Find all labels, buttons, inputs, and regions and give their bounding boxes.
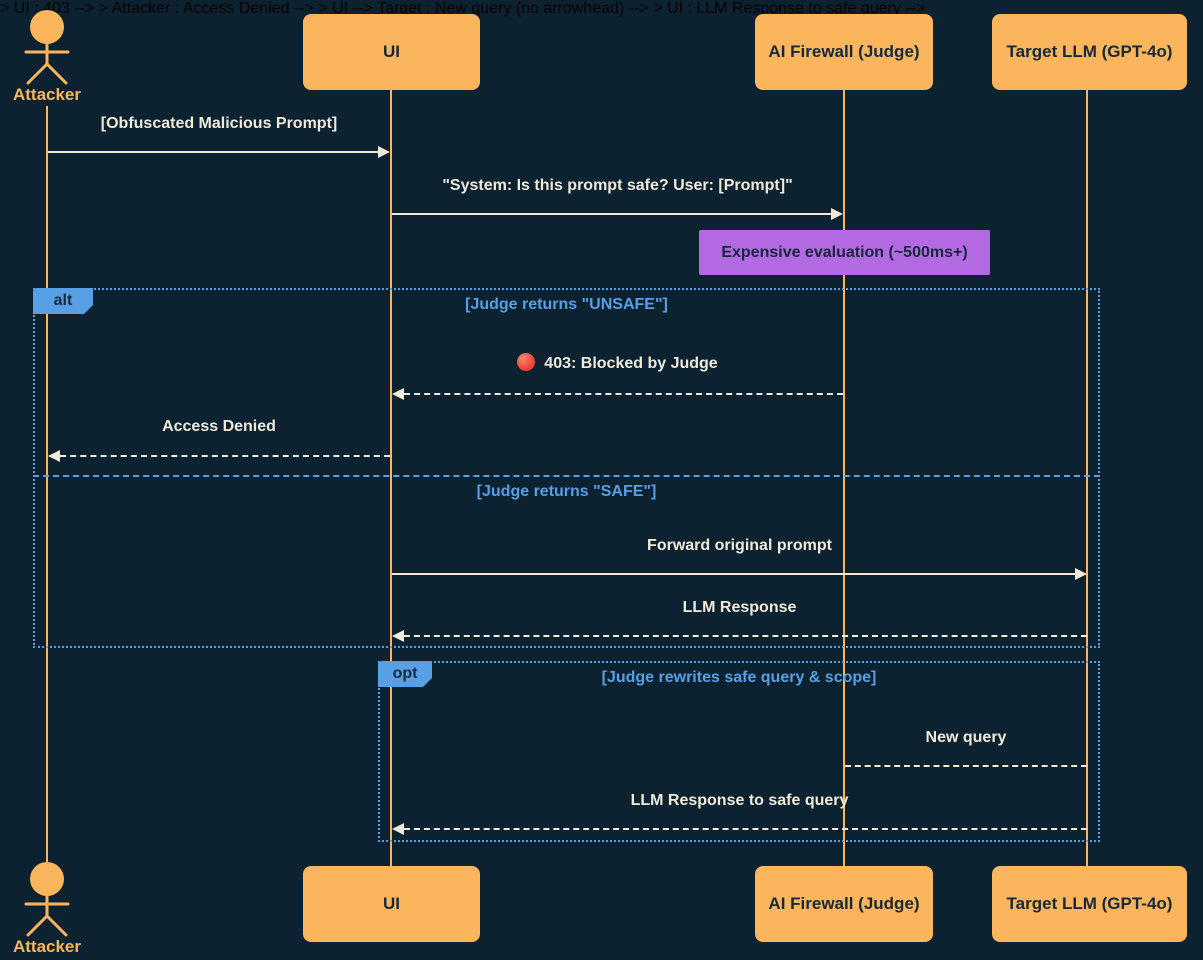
participant-ui-top: UI	[303, 14, 480, 90]
participant-ui-label: UI	[383, 42, 400, 61]
arrowhead-left-icon	[392, 630, 404, 642]
attacker-stick-figure-icon	[24, 10, 70, 85]
message-arrow-line	[404, 828, 1087, 830]
message-arrow-line	[404, 393, 843, 395]
arrowhead-right-icon	[378, 146, 390, 158]
alt-fragment-frame	[33, 288, 1100, 648]
alt-condition-unsafe: [Judge returns "UNSAFE"]	[465, 296, 668, 313]
arrowhead-left-icon	[48, 450, 60, 462]
note-expensive-evaluation: Expensive evaluation (~500ms+)	[699, 230, 990, 275]
message-label: "System: Is this prompt safe? User: [Pro…	[442, 177, 793, 194]
message-label: Forward original prompt	[647, 537, 832, 554]
attacker-stick-figure-icon	[24, 862, 70, 937]
participant-firewall-top: AI Firewall (Judge)	[755, 14, 933, 90]
participant-firewall-label: AI Firewall (Judge)	[768, 42, 920, 61]
alt-else-divider	[33, 475, 1100, 477]
lifeline-target	[1086, 90, 1088, 866]
participant-firewall-label: AI Firewall (Judge)	[768, 894, 920, 913]
message-label: LLM Response	[682, 599, 797, 616]
lifeline-firewall	[843, 90, 845, 866]
participant-ui-bottom: UI	[303, 866, 480, 942]
message-label: Access Denied	[162, 418, 276, 435]
message-arrow-line	[392, 213, 831, 215]
arrowhead-right-icon	[831, 208, 843, 220]
message-label-403: 403: Blocked by Judge	[391, 352, 844, 376]
participant-firewall-bottom: AI Firewall (Judge)	[755, 866, 933, 942]
participant-target-label: Target LLM (GPT-4o)	[1006, 894, 1173, 913]
arrowhead-left-icon	[392, 823, 404, 835]
red-circle-icon	[517, 353, 536, 371]
message-label: 403: Blocked by Judge	[544, 355, 718, 372]
arrowhead-right-icon	[1075, 568, 1087, 580]
participant-ui-label: UI	[383, 894, 400, 913]
message-arrow-line	[48, 151, 379, 153]
message-arrow-line	[392, 573, 1075, 575]
lifeline-attacker	[46, 106, 48, 862]
opt-fragment-frame	[378, 661, 1100, 842]
note-label: Expensive evaluation (~500ms+)	[721, 243, 968, 261]
participant-target-bottom: Target LLM (GPT-4o)	[992, 866, 1187, 942]
actor-attacker-bottom: Attacker	[12, 937, 82, 956]
message-arrow-line	[60, 455, 390, 457]
alt-condition-safe: [Judge returns "SAFE"]	[476, 483, 657, 500]
opt-condition: [Judge rewrites safe query & scope]	[601, 669, 877, 686]
participant-target-label: Target LLM (GPT-4o)	[1006, 42, 1173, 61]
alt-fragment-label: alt	[33, 288, 93, 314]
message-line	[845, 765, 1087, 767]
message-label: [Obfuscated Malicious Prompt]	[100, 115, 338, 132]
participant-target-top: Target LLM (GPT-4o)	[992, 14, 1187, 90]
lifeline-ui	[390, 90, 392, 866]
opt-fragment-label: opt	[378, 661, 432, 687]
message-label: LLM Response to safe query	[630, 792, 849, 809]
message-label: New query	[925, 729, 1007, 746]
arrowhead-left-icon	[392, 388, 404, 400]
actor-attacker-top: Attacker	[12, 85, 82, 104]
message-arrow-line	[404, 635, 1087, 637]
